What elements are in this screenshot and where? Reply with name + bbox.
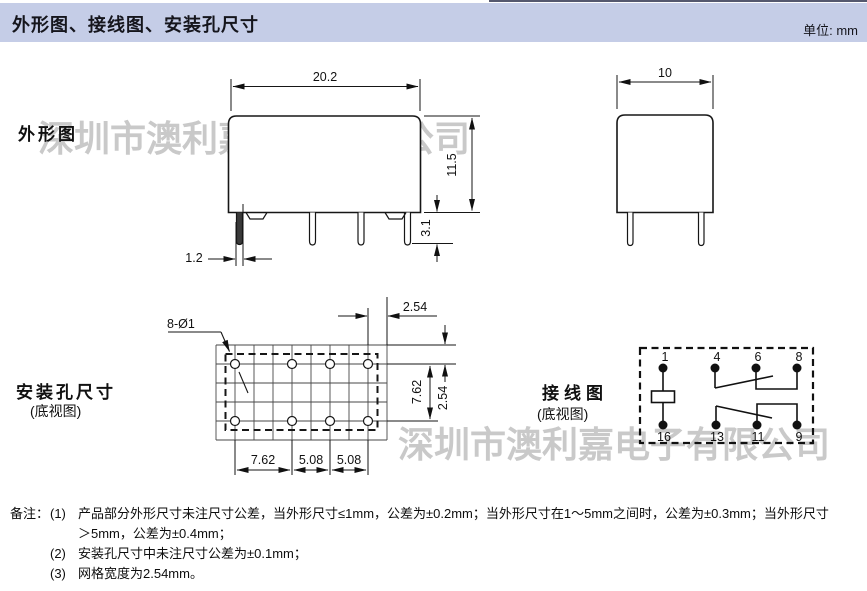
dim-col-pitch-b: 5.08 — [337, 453, 361, 467]
dim-front-width: 10 — [658, 66, 672, 80]
note-number: (3) — [50, 566, 66, 581]
dim-pin-width: 1.2 — [185, 251, 202, 265]
mounting-view-sublabel: (底视图) — [30, 403, 82, 419]
notes-label: 备注： — [10, 506, 50, 521]
wiring-view-sublabel: (底视图) — [537, 406, 589, 422]
dim-top-pitch: 2.54 — [403, 300, 427, 314]
wiring-view-label: 接线图 — [542, 384, 608, 403]
relay-pin — [308, 212, 317, 246]
grid-lines — [215, 344, 388, 441]
dim-pin-length: 3.1 — [419, 219, 433, 236]
pin-label-1: 1 — [662, 350, 669, 364]
coil-symbol — [650, 390, 676, 404]
end-view-drawing — [616, 75, 714, 247]
top-border-line — [489, 0, 867, 2]
note-number: (2) — [50, 546, 66, 561]
relay-pin — [697, 212, 705, 247]
watermark-text-bottom: 深圳市澳利嘉电子有限公司 — [398, 424, 831, 465]
note-text: 产品部分外形尺寸未注尺寸公差，当外形尺寸≤1mm，公差为±0.2mm；当外形尺寸… — [78, 506, 829, 521]
dim-right-pitch: 2.54 — [436, 386, 450, 410]
pin-label-6: 6 — [755, 350, 762, 364]
dim-col-pitch-a: 5.08 — [299, 453, 323, 467]
pin-label-8: 8 — [796, 350, 803, 364]
pin-label-4: 4 — [714, 350, 721, 364]
footprint-dashed-outline — [224, 353, 379, 431]
dim-side-width: 20.2 — [313, 70, 337, 84]
standoff — [245, 212, 268, 220]
dim-row-spacing: 7.62 — [410, 380, 424, 404]
page-title: 外形图、接线图、安装孔尺寸 — [12, 15, 259, 35]
side-view-drawing — [208, 79, 480, 266]
outline-view-label: 外形图 — [18, 125, 78, 144]
note-text: ＞5mm，公差为±0.4mm； — [78, 526, 232, 541]
header-bar: 外形图、接线图、安装孔尺寸 单位: mm — [0, 3, 867, 42]
relay-body-end — [616, 114, 714, 214]
note-text: 安装孔尺寸中未注尺寸公差为±0.1mm； — [78, 546, 307, 561]
standoff — [384, 212, 407, 220]
dim-col-span: 7.62 — [251, 453, 275, 467]
unit-label: 单位: mm — [803, 23, 858, 38]
notes-section: 备注： (1) 产品部分外形尺寸未注尺寸公差，当外形尺寸≤1mm，公差为±0.2… — [10, 504, 864, 584]
relay-pin — [235, 212, 244, 246]
mounting-view-label: 安装孔尺寸 — [16, 383, 116, 402]
note-number: (1) — [50, 506, 66, 521]
note-text: 网格宽度为2.54mm。 — [78, 566, 203, 581]
relay-pin — [626, 212, 634, 247]
relay-pin — [357, 212, 365, 246]
watermark-text-top: 深圳市澳利嘉电子有限公司 — [38, 118, 471, 159]
mounting-holes — [229, 358, 374, 427]
relay-pin — [403, 212, 412, 246]
hole-callout-label: 8-Ø1 — [167, 317, 195, 331]
